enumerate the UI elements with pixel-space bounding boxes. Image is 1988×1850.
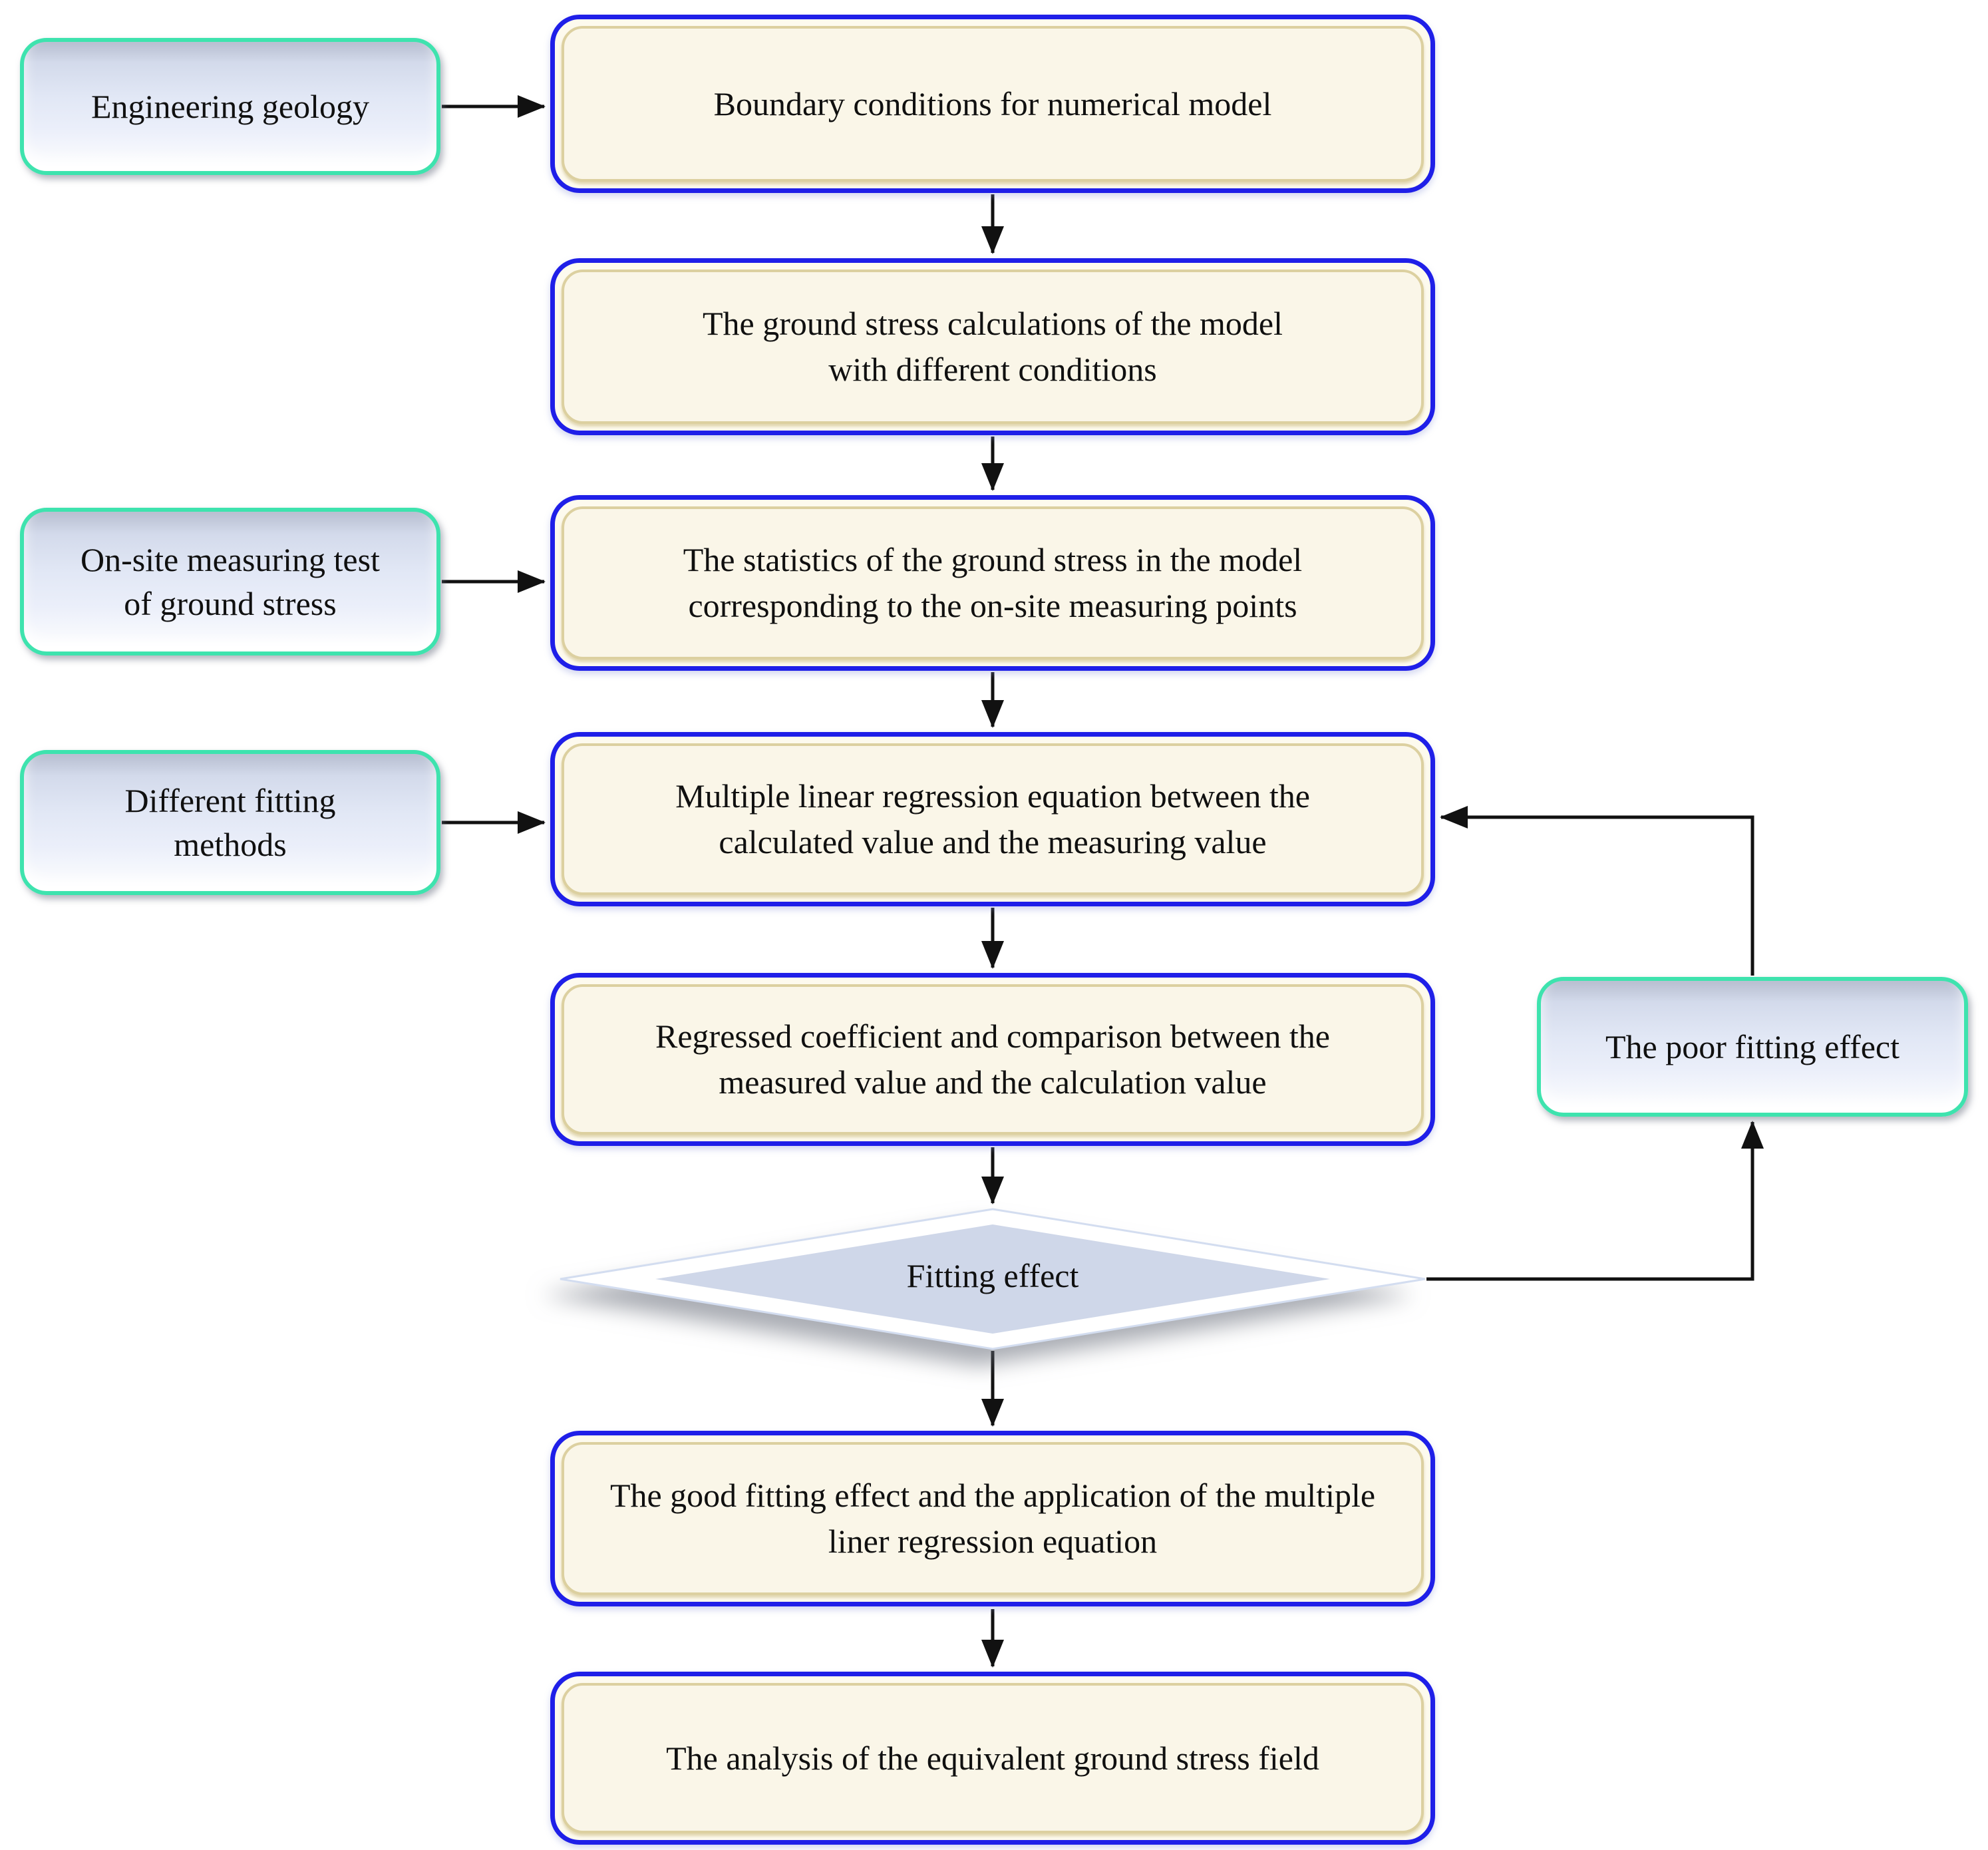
node-poor-fitting-effect-label: The poor fitting effect	[1605, 1028, 1900, 1065]
node-ground-stress-calculations: The ground stress calculations of the mo…	[550, 258, 1435, 435]
node-engineering-geology: Engineering geology	[20, 38, 440, 175]
node-onsite-measuring: On-site measuring test of ground stress	[20, 508, 440, 655]
node-good-fitting-panel: The good fitting effect and the applicat…	[562, 1442, 1424, 1595]
arrow-poor-fitting-to-regression	[1440, 806, 1754, 976]
node-regression-equation-label: Multiple linear regression equation betw…	[675, 777, 1310, 860]
node-ground-stress-calculations-panel: The ground stress calculations of the mo…	[562, 270, 1424, 424]
node-analysis: The analysis of the equivalent ground st…	[550, 1672, 1435, 1845]
node-boundary-conditions-panel: Boundary conditions for numerical model	[562, 26, 1424, 182]
node-ground-stress-calculations-label: The ground stress calculations of the mo…	[703, 305, 1283, 388]
node-fitting-effect-label: Fitting effect	[906, 1257, 1079, 1294]
node-boundary-conditions: Boundary conditions for numerical model	[550, 15, 1435, 193]
node-regression-equation-panel: Multiple linear regression equation betw…	[562, 743, 1424, 895]
fitting-effect-diamond-inner	[655, 1224, 1330, 1334]
node-fitting-effect-decision	[560, 1208, 1426, 1350]
node-good-fitting: The good fitting effect and the applicat…	[550, 1431, 1435, 1606]
node-different-fitting-methods: Different fitting methods	[20, 750, 440, 895]
node-good-fitting-label: The good fitting effect and the applicat…	[609, 1477, 1376, 1560]
node-poor-fitting-effect: The poor fitting effect	[1537, 977, 1968, 1117]
node-regressed-coefficient-panel: Regressed coefficient and comparison bet…	[562, 984, 1424, 1135]
node-regression-equation: Multiple linear regression equation betw…	[550, 732, 1435, 906]
node-boundary-conditions-label: Boundary conditions for numerical model	[713, 85, 1272, 122]
node-regressed-coefficient-label: Regressed coefficient and comparison bet…	[655, 1018, 1330, 1101]
node-statistics-panel: The statistics of the ground stress in t…	[562, 506, 1424, 659]
node-statistics: The statistics of the ground stress in t…	[550, 495, 1435, 671]
node-analysis-panel: The analysis of the equivalent ground st…	[562, 1683, 1424, 1833]
node-different-fitting-methods-label: Different fitting methods	[124, 782, 336, 863]
node-statistics-label: The statistics of the ground stress in t…	[683, 541, 1303, 624]
arrow-decision-to-poor-fitting	[1426, 1121, 1764, 1281]
node-engineering-geology-label: Engineering geology	[91, 88, 369, 125]
node-onsite-measuring-label: On-site measuring test of ground stress	[81, 541, 380, 622]
node-analysis-label: The analysis of the equivalent ground st…	[666, 1739, 1319, 1777]
node-regressed-coefficient: Regressed coefficient and comparison bet…	[550, 973, 1435, 1146]
